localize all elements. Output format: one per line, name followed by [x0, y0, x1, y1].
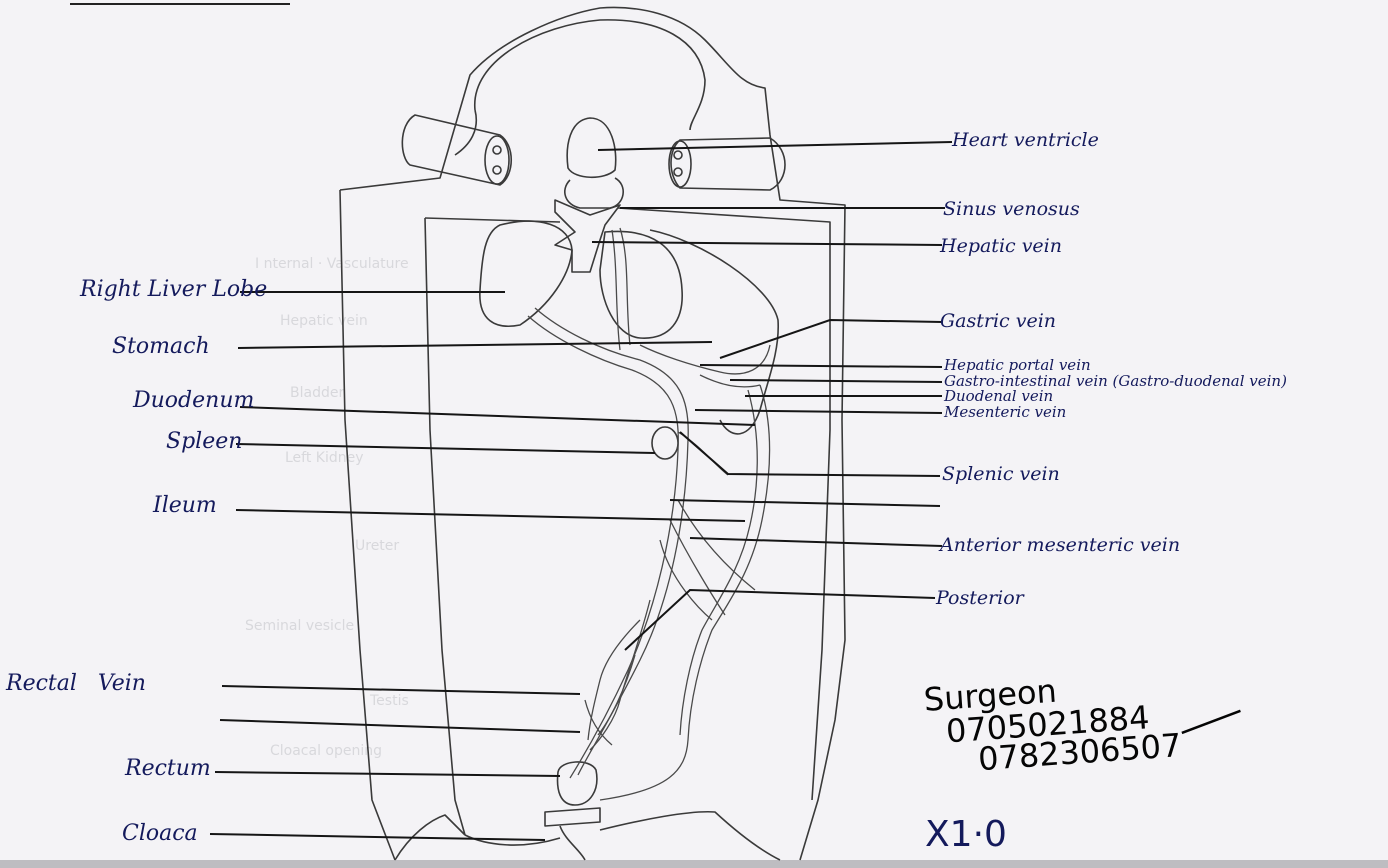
faint-background-text: I nternal · Vasculature Hepatic vein Bla… — [245, 256, 409, 759]
label-splenic-vein: Splenic vein — [942, 463, 1060, 485]
label-mesenteric-vein: Mesenteric vein — [943, 403, 1066, 421]
svg-text:Hepatic vein: Hepatic vein — [280, 313, 368, 329]
rectum-shape — [558, 762, 597, 805]
label-hepatic-vein: Hepatic vein — [939, 235, 1062, 257]
sinus-venosus-shape — [555, 200, 620, 272]
label-stomach: Stomach — [112, 334, 210, 359]
svg-text:Cloacal opening: Cloacal opening — [270, 743, 382, 759]
label-heart-ventricle: Heart ventricle — [951, 129, 1099, 151]
label-anterior-mesenteric-vein: Anterior mesenteric vein — [938, 534, 1180, 556]
right-labels: Heart ventricle Sinus venosus Hepatic ve… — [935, 129, 1287, 609]
label-gastric-vein: Gastric vein — [940, 310, 1056, 332]
spleen-shape — [652, 427, 678, 459]
label-posterior: Posterior — [935, 587, 1026, 609]
label-ileum: Ileum — [152, 493, 217, 518]
left-liver-lobe-shape — [600, 231, 682, 338]
label-rectal-vein: Rectal Vein — [5, 671, 146, 696]
atria-shape — [565, 178, 623, 208]
svg-text:Testis: Testis — [369, 693, 409, 709]
label-spleen: Spleen — [166, 429, 242, 454]
label-rectum: Rectum — [124, 756, 211, 781]
magnification-label: X1·0 — [925, 814, 1007, 855]
svg-text:Ureter: Ureter — [355, 538, 399, 554]
svg-text:I nternal · Vasculature: I nternal · Vasculature — [255, 256, 409, 272]
label-cloaca: Cloaca — [122, 821, 198, 846]
phone-strike — [1181, 711, 1242, 733]
cloaca-shape — [545, 808, 600, 826]
label-sinus-venosus: Sinus venosus — [943, 198, 1080, 220]
stomach-shape — [650, 230, 778, 434]
right-liver-lobe-shape — [480, 221, 572, 326]
svg-text:Bladder: Bladder — [290, 385, 344, 401]
annotations: Surgeon 0705021884 0782306507 — [923, 659, 1244, 782]
svg-text:Left Kidney: Left Kidney — [285, 450, 364, 466]
leader-lines — [210, 142, 952, 840]
svg-text:Seminal vesicle: Seminal vesicle — [245, 618, 354, 634]
vessels — [528, 228, 770, 800]
page-bottom-edge — [0, 860, 1388, 868]
label-duodenum: Duodenum — [132, 388, 254, 413]
left-labels: Right Liver Lobe Stomach Duodenum Spleen… — [5, 277, 267, 846]
organs — [480, 118, 778, 860]
heart-ventricle-shape — [567, 118, 616, 177]
label-right-liver-lobe: Right Liver Lobe — [79, 277, 267, 302]
left-limb-stump — [402, 115, 511, 185]
